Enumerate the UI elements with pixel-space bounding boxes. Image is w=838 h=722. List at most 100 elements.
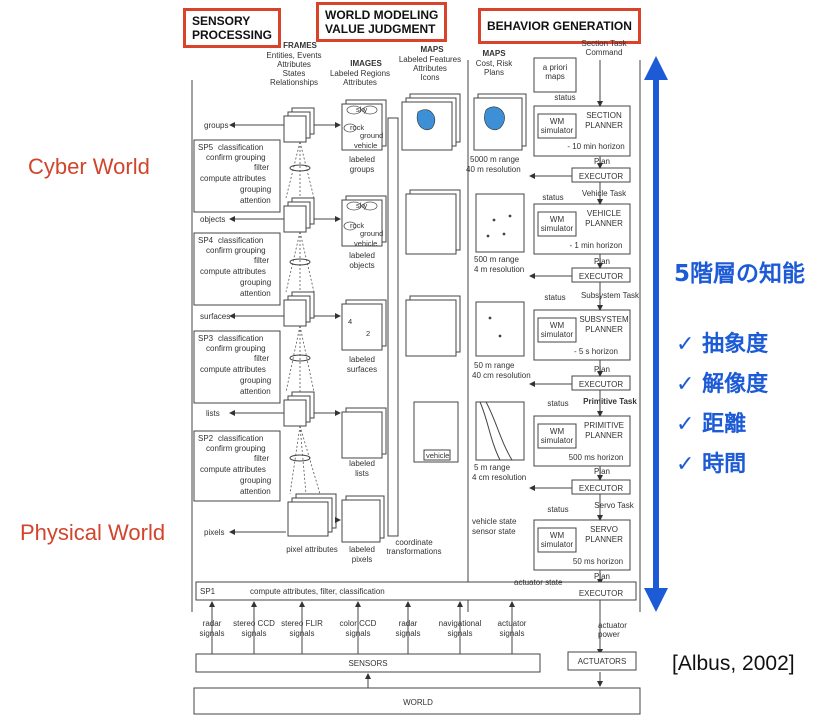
images-heading: IMAGES bbox=[350, 59, 382, 68]
svg-text:sky: sky bbox=[356, 105, 368, 114]
svg-text:grouping: grouping bbox=[240, 278, 271, 287]
svg-text:pixel attributes: pixel attributes bbox=[286, 545, 338, 554]
svg-text:- 5 s horizon: - 5 s horizon bbox=[574, 347, 618, 356]
svg-text:SP5: SP5 bbox=[198, 143, 214, 152]
svg-text:maps: maps bbox=[545, 72, 565, 81]
svg-text:Plan: Plan bbox=[594, 467, 610, 476]
svg-text:WM: WM bbox=[550, 531, 565, 540]
svg-text:labeled: labeled bbox=[349, 545, 375, 554]
svg-text:labeled: labeled bbox=[349, 459, 375, 468]
svg-text:status: status bbox=[542, 193, 563, 202]
svg-text:simulator: simulator bbox=[541, 224, 574, 233]
svg-text:WM: WM bbox=[550, 321, 565, 330]
svg-text:confirm grouping: confirm grouping bbox=[206, 344, 266, 353]
svg-text:SP1: SP1 bbox=[200, 587, 216, 596]
svg-text:5 m range: 5 m range bbox=[474, 463, 511, 472]
check-icon: ✓ bbox=[676, 372, 695, 397]
svg-text:sensor state: sensor state bbox=[472, 527, 516, 536]
citation: [Albus, 2002] bbox=[672, 652, 795, 675]
svg-text:vehicle: vehicle bbox=[354, 239, 377, 248]
svg-text:500 ms horizon: 500 ms horizon bbox=[569, 453, 624, 462]
svg-text:attention: attention bbox=[240, 387, 271, 396]
svg-text:SP2: SP2 bbox=[198, 434, 214, 443]
svg-text:status: status bbox=[547, 505, 568, 514]
svg-text:confirm grouping: confirm grouping bbox=[206, 444, 266, 453]
svg-text:5000 m range: 5000 m range bbox=[470, 155, 520, 164]
check-icon: ✓ bbox=[676, 412, 695, 437]
svg-text:signals: signals bbox=[396, 629, 421, 638]
svg-text:VEHICLE: VEHICLE bbox=[587, 209, 621, 218]
svg-text:2: 2 bbox=[366, 329, 370, 338]
svg-text:ground: ground bbox=[360, 229, 383, 238]
svg-text:EXECUTOR: EXECUTOR bbox=[579, 484, 624, 493]
svg-text:EXECUTOR: EXECUTOR bbox=[579, 380, 624, 389]
svg-text:compute attributes: compute attributes bbox=[200, 174, 266, 183]
svg-text:Relationships: Relationships bbox=[270, 78, 318, 87]
svg-text:Subsystem Task: Subsystem Task bbox=[581, 291, 640, 300]
svg-text:filter: filter bbox=[254, 163, 269, 172]
maps-heading-2: MAPS bbox=[482, 49, 506, 58]
svg-text:rock: rock bbox=[350, 221, 364, 230]
svg-text:filter: filter bbox=[254, 454, 269, 463]
svg-text:confirm grouping: confirm grouping bbox=[206, 246, 266, 255]
svg-text:lists: lists bbox=[206, 409, 220, 418]
svg-text:compute attributes: compute attributes bbox=[200, 267, 266, 276]
svg-text:objects: objects bbox=[200, 215, 225, 224]
sensors-box bbox=[195, 653, 541, 673]
svg-text:compute attributes, filter, cl: compute attributes, filter, classificati… bbox=[250, 587, 385, 596]
svg-text:SECTION: SECTION bbox=[586, 111, 622, 120]
svg-text:PLANNER: PLANNER bbox=[585, 219, 623, 228]
svg-text:confirm grouping: confirm grouping bbox=[206, 153, 266, 162]
svg-text:Entities, Events: Entities, Events bbox=[266, 51, 321, 60]
header-behavior-generation: BEHAVIOR GENERATION bbox=[478, 8, 641, 44]
svg-text:Plans: Plans bbox=[484, 68, 504, 77]
svg-text:Labeled Regions: Labeled Regions bbox=[330, 69, 390, 78]
svg-text:filter: filter bbox=[254, 354, 269, 363]
svg-text:Plan: Plan bbox=[594, 157, 610, 166]
svg-text:classification: classification bbox=[218, 434, 263, 443]
svg-text:color CCD: color CCD bbox=[340, 619, 377, 628]
svg-text:PLANNER: PLANNER bbox=[585, 431, 623, 440]
svg-text:lists: lists bbox=[355, 469, 369, 478]
svg-text:Labeled Features: Labeled Features bbox=[399, 55, 461, 64]
intelligence-levels-title: 5階層の知能 bbox=[674, 261, 806, 287]
svg-text:40 m resolution: 40 m resolution bbox=[466, 165, 521, 174]
cyber-world-label: Cyber World bbox=[28, 154, 150, 179]
svg-text:status: status bbox=[547, 399, 568, 408]
svg-text:- 1 min horizon: - 1 min horizon bbox=[570, 241, 623, 250]
frames-heading: FRAMES bbox=[283, 41, 317, 50]
svg-text:compute attributes: compute attributes bbox=[200, 465, 266, 474]
sp3-box bbox=[193, 330, 281, 404]
svg-text:States: States bbox=[283, 69, 306, 78]
svg-text:PRIMITIVE: PRIMITIVE bbox=[584, 421, 624, 430]
svg-text:EXECUTOR: EXECUTOR bbox=[579, 172, 624, 181]
svg-text:attention: attention bbox=[240, 289, 271, 298]
sp5-box bbox=[193, 139, 281, 213]
svg-text:a priori: a priori bbox=[543, 63, 568, 72]
svg-text:WM: WM bbox=[550, 117, 565, 126]
svg-text:signals: signals bbox=[200, 629, 225, 638]
svg-text:labeled: labeled bbox=[349, 155, 375, 164]
sp2-box bbox=[193, 430, 281, 502]
svg-text:vehicle: vehicle bbox=[354, 141, 377, 150]
svg-text:PLANNER: PLANNER bbox=[585, 121, 623, 130]
svg-text:radar: radar bbox=[399, 619, 418, 628]
svg-text:500 m range: 500 m range bbox=[474, 255, 519, 264]
svg-text:4: 4 bbox=[348, 317, 352, 326]
svg-text:signals: signals bbox=[290, 629, 315, 638]
svg-text:SENSORS: SENSORS bbox=[348, 659, 387, 668]
world-box bbox=[193, 687, 641, 715]
header-world-modeling: WORLD MODELING VALUE JUDGMENT bbox=[316, 2, 448, 42]
svg-text:signals: signals bbox=[242, 629, 267, 638]
svg-text:ground: ground bbox=[360, 131, 383, 140]
svg-text:grouping: grouping bbox=[240, 376, 271, 385]
svg-text:actuator: actuator bbox=[498, 619, 527, 628]
hierarchy-double-arrow bbox=[644, 56, 668, 612]
svg-text:transformations: transformations bbox=[386, 547, 441, 556]
svg-text:objects: objects bbox=[349, 261, 374, 270]
svg-text:Plan: Plan bbox=[594, 572, 610, 581]
svg-text:status: status bbox=[554, 93, 575, 102]
header-sensory-processing: SENSORY PROCESSING bbox=[183, 8, 282, 48]
svg-text:EXECUTOR: EXECUTOR bbox=[579, 589, 624, 598]
